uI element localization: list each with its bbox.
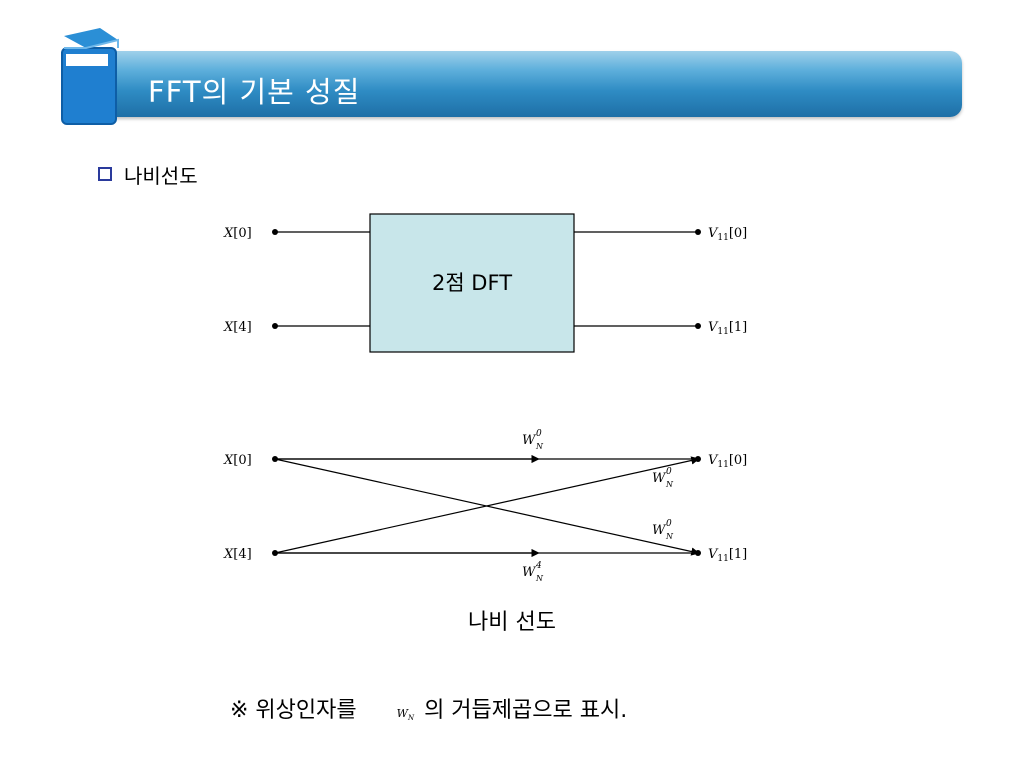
checkbox-bullet-icon: [98, 167, 112, 181]
node-bf-out-0: [695, 456, 701, 462]
node-in-0: [272, 229, 278, 235]
bf-output-label-1: V11[1]: [708, 547, 747, 564]
node-bf-in-4: [272, 550, 278, 556]
svg-text:W: W: [652, 471, 667, 486]
svg-text:W: W: [522, 433, 537, 448]
footnote-prefix: ※ 위상인자를: [230, 698, 357, 723]
output-label-0: V11[0]: [708, 226, 747, 243]
diagram-caption: 나비 선도: [468, 610, 556, 635]
branch-cross-up: [274, 456, 700, 554]
bf-input-label-4: X[4]: [223, 547, 252, 562]
footnote: ※ 위상인자를 WN 의 거듭제곱으로 표시.: [230, 692, 627, 724]
svg-text:W: W: [652, 523, 667, 538]
svg-text:N: N: [665, 480, 674, 489]
book-icon: [61, 28, 119, 125]
svg-text:4: 4: [535, 561, 542, 571]
twiddle-symbol: WN: [396, 707, 415, 723]
svg-text:0: 0: [666, 519, 672, 529]
twiddle-bottom-straight: W N 4: [522, 561, 544, 583]
svg-text:N: N: [535, 442, 544, 451]
footnote-suffix: 의 거듭제곱으로 표시.: [424, 698, 628, 723]
page-title: FFT의 기본 성질: [148, 75, 361, 109]
twiddle-bottom-cross: W N 0: [652, 519, 674, 541]
svg-text:0: 0: [666, 467, 672, 477]
bf-output-label-0: V11[0]: [708, 453, 747, 470]
dft-block-label: 2점 DFT: [432, 271, 512, 295]
node-bf-in-0: [272, 456, 278, 462]
input-label-0: X[0]: [223, 226, 252, 241]
bf-input-label-0: X[0]: [223, 453, 252, 468]
twiddle-top-cross: W N 0: [652, 467, 674, 489]
node-bf-out-1: [695, 550, 701, 556]
node-in-4: [272, 323, 278, 329]
section-heading: 나비선도: [124, 164, 198, 188]
svg-text:N: N: [535, 574, 544, 583]
svg-text:0: 0: [536, 429, 542, 439]
node-out-0: [695, 229, 701, 235]
dft-block: [369, 213, 575, 353]
output-label-1: V11[1]: [708, 320, 747, 337]
title-bar: [112, 51, 962, 117]
twiddle-top-straight: W N 0: [522, 429, 544, 451]
svg-text:W: W: [522, 565, 537, 580]
svg-text:N: N: [665, 532, 674, 541]
input-label-4: X[4]: [223, 320, 252, 335]
node-out-1: [695, 323, 701, 329]
butterfly-diagram: 2점 DFT X[0] X[4] V11[0] V11[1] X[0] X[4]…: [220, 210, 760, 600]
